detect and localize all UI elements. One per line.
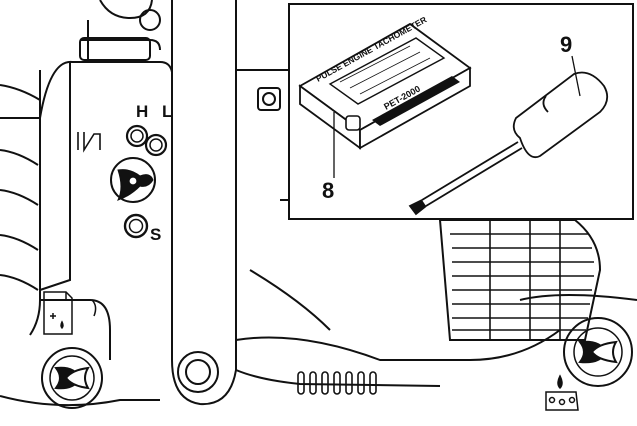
label-low: L (162, 102, 172, 121)
low-speed-screw[interactable] (144, 133, 168, 157)
cooling-grille (438, 219, 602, 341)
left-wheel (41, 347, 103, 409)
callout-8: 8 (322, 178, 334, 203)
callout-9: 9 (560, 32, 572, 57)
fuel-can-icon (43, 291, 97, 335)
pulse-engine-tachometer: PULSE ENGINE TACHOMETER PET-2000 (298, 14, 472, 150)
tool-inset: PULSE ENGINE TACHOMETER PET-2000 8 9 (288, 3, 634, 220)
adjustment-screwdriver (408, 71, 609, 216)
lower-slots (297, 371, 377, 395)
right-wheel (519, 294, 637, 387)
label-slow: S (150, 225, 161, 244)
tachometer-knob[interactable] (345, 115, 361, 131)
choke-symbol-icon (77, 132, 101, 153)
carburettor-adjusters (77, 124, 168, 239)
center-housing (235, 69, 561, 387)
engine-housing (0, 0, 173, 407)
idle-speed-screw[interactable] (123, 213, 149, 239)
chain-oil-icon (545, 374, 579, 411)
label-high: H (136, 102, 148, 121)
front-handle-bar (171, 0, 237, 406)
callout-9-leader (571, 55, 581, 97)
high-speed-screw[interactable] (125, 124, 149, 148)
choke-lever-icon[interactable] (110, 157, 156, 203)
